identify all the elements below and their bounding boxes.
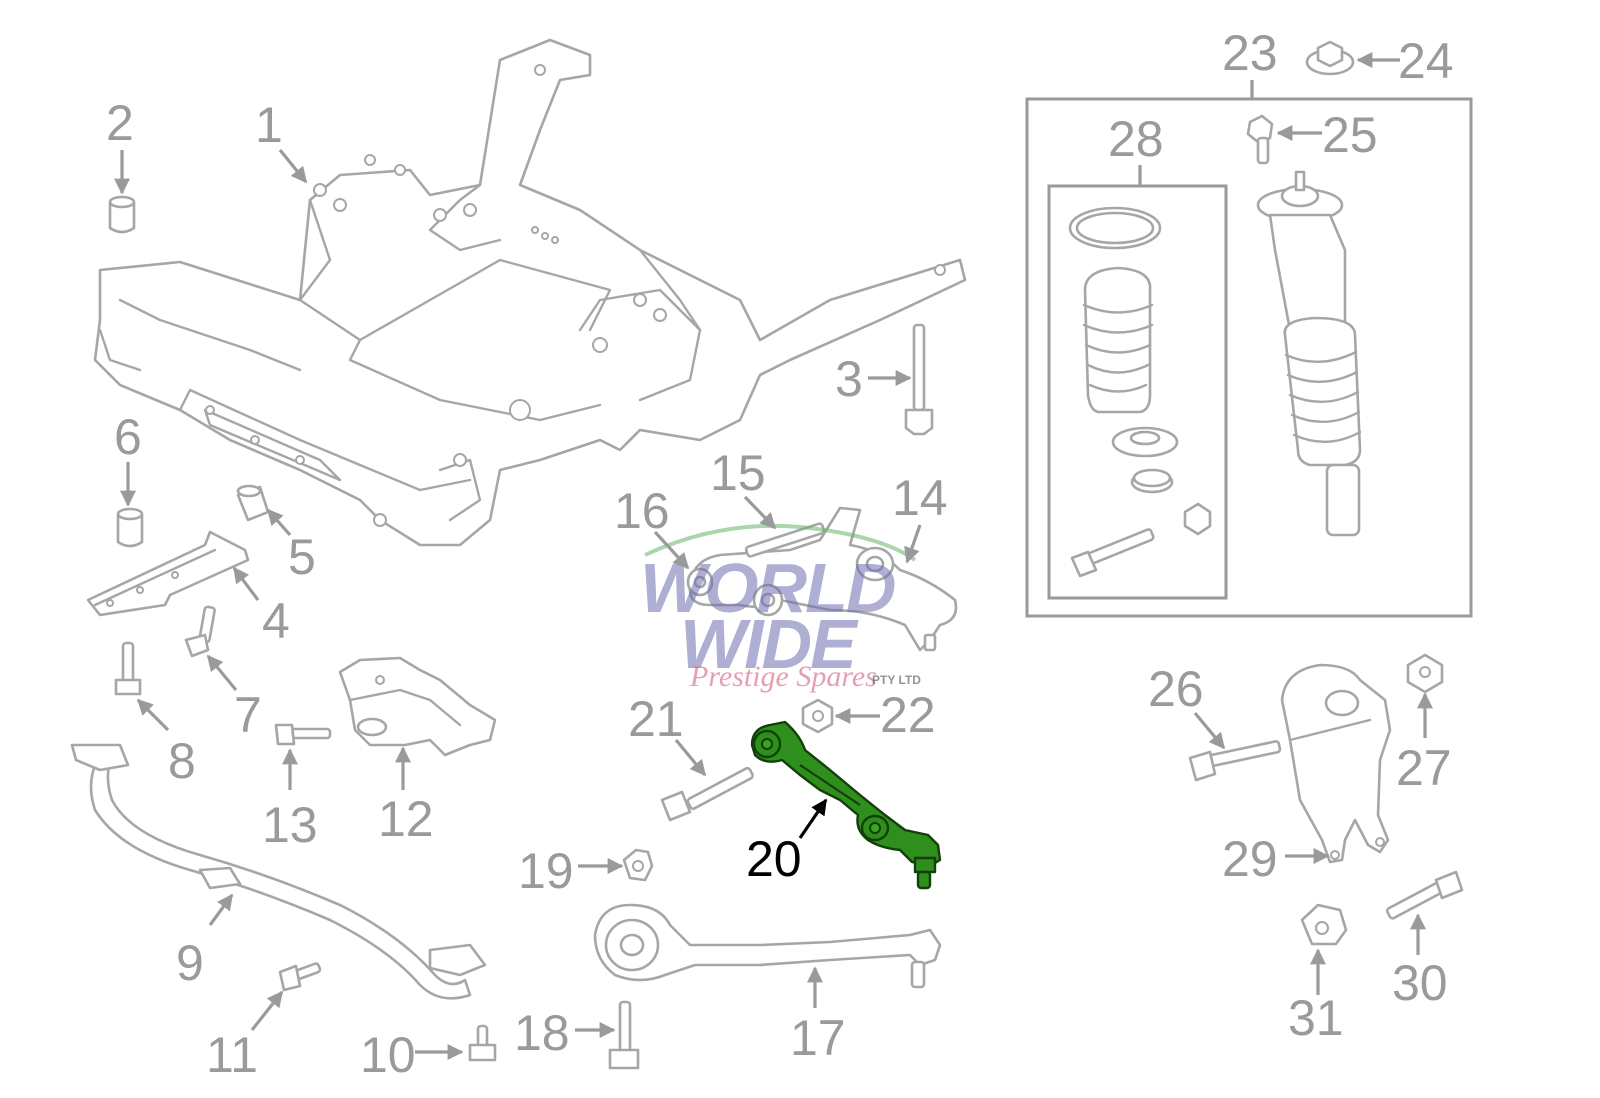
callout-18[interactable]: 18: [514, 1005, 570, 1061]
watermark-line2: WIDE: [680, 605, 859, 683]
bolt-part-7[interactable]: [184, 605, 216, 658]
callout-10[interactable]: 10: [360, 1027, 416, 1083]
callout-24[interactable]: 24: [1398, 33, 1454, 89]
stabilizer-bar-part-9[interactable]: [70, 743, 487, 1000]
bushing-part-16[interactable]: [686, 567, 714, 597]
dust-boot-kit-box-28: [1047, 184, 1228, 600]
highlighted-control-arm-part-20[interactable]: [750, 720, 942, 890]
bolt-part-26[interactable]: [1188, 740, 1282, 782]
callout-31[interactable]: 31: [1288, 990, 1344, 1046]
callout-19[interactable]: 19: [518, 843, 574, 899]
callout-14[interactable]: 14: [892, 470, 948, 526]
subframe-part[interactable]: [93, 38, 967, 547]
callout-7[interactable]: 7: [234, 687, 262, 743]
callout-23[interactable]: 23: [1222, 25, 1278, 81]
callout-1[interactable]: 1: [255, 97, 283, 153]
callout-6[interactable]: 6: [114, 409, 142, 465]
long-bolt-part-3[interactable]: [904, 323, 934, 436]
bolt-part-21[interactable]: [660, 766, 754, 822]
strut-assembly-box-23: [1025, 97, 1473, 618]
clip-part-19[interactable]: [622, 848, 654, 882]
watermark-swoosh: [644, 523, 917, 562]
callout-16[interactable]: 16: [614, 483, 670, 539]
bracket-plate-part-4[interactable]: [86, 530, 250, 617]
callout-15[interactable]: 15: [710, 445, 766, 501]
callout-12[interactable]: 12: [378, 791, 434, 847]
nut-part-27[interactable]: [1406, 653, 1444, 694]
bolt-part-8[interactable]: [114, 641, 142, 696]
callout-22[interactable]: 22: [880, 687, 936, 743]
callout-21[interactable]: 21: [628, 691, 684, 747]
callout-arrows: [114, 52, 1433, 1060]
callout-8[interactable]: 8: [168, 733, 196, 789]
callout-28[interactable]: 28: [1108, 111, 1164, 167]
air-strut-part-23[interactable]: [1256, 170, 1362, 537]
callout-26[interactable]: 26: [1148, 661, 1204, 717]
callout-2[interactable]: 2: [106, 95, 134, 151]
callout-27[interactable]: 27: [1396, 740, 1452, 796]
dust-boot-part-28[interactable]: [1068, 206, 1212, 578]
bolt-part-15[interactable]: [744, 522, 826, 558]
bushing-part-6[interactable]: [116, 507, 144, 548]
lower-control-arm-part-17[interactable]: [593, 903, 942, 989]
bolt-part-10[interactable]: [468, 1024, 497, 1062]
callout-11[interactable]: 11: [206, 1027, 258, 1083]
watermark-logo: WORLD WIDE Prestige Spares PTY LTD: [640, 523, 921, 693]
bolt-part-18[interactable]: [608, 1000, 640, 1070]
bolt-part-25[interactable]: [1246, 114, 1274, 165]
watermark-script: Prestige Spares: [689, 660, 877, 693]
callout-20[interactable]: 20: [746, 831, 802, 887]
callout-30[interactable]: 30: [1392, 955, 1448, 1011]
mount-bracket-part-12[interactable]: [338, 656, 497, 757]
callout-25[interactable]: 25: [1322, 107, 1378, 163]
nut-part-31[interactable]: [1300, 903, 1348, 946]
nut-part-22[interactable]: [801, 698, 834, 734]
callout-5[interactable]: 5: [288, 529, 316, 585]
bushing-part-5[interactable]: [236, 484, 270, 522]
callout-29[interactable]: 29: [1222, 831, 1278, 887]
callout-4[interactable]: 4: [262, 593, 290, 649]
callout-numbers: 1 2 3 4 5 6 7 8 9 10 11 12 13 14 15 16 1…: [106, 25, 1454, 1083]
callout-17[interactable]: 17: [790, 1010, 846, 1066]
watermark-suffix: PTY LTD: [872, 673, 921, 687]
callout-3[interactable]: 3: [835, 351, 863, 407]
callout-13[interactable]: 13: [262, 797, 318, 853]
steering-knuckle-part-29[interactable]: [1280, 663, 1392, 864]
bolt-part-30[interactable]: [1385, 870, 1464, 920]
callout-9[interactable]: 9: [176, 935, 204, 991]
bushing-part-2[interactable]: [108, 195, 136, 234]
bolt-part-11[interactable]: [278, 962, 322, 992]
upper-control-arm-part-14[interactable]: [688, 506, 958, 652]
bolt-part-13[interactable]: [274, 723, 332, 746]
nut-part-24[interactable]: [1305, 40, 1355, 76]
